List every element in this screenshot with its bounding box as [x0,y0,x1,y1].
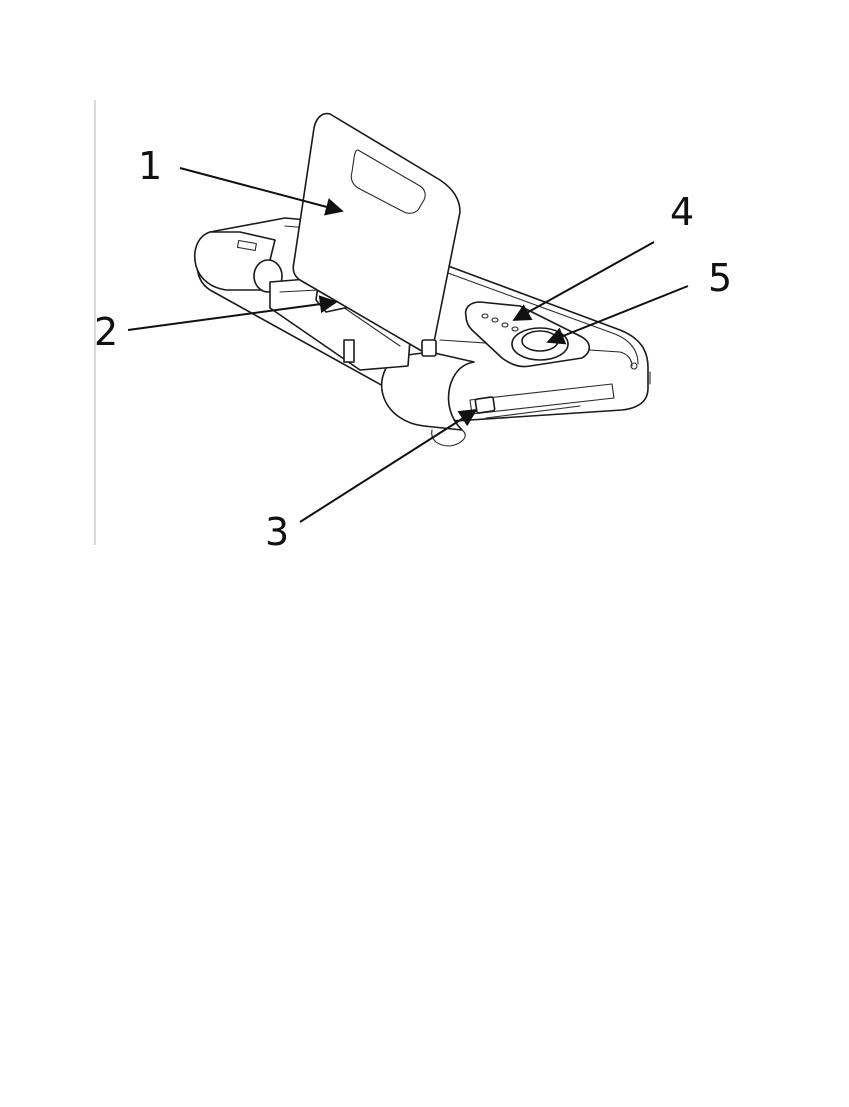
callout-label-4: 4 [670,190,694,234]
callout-label-5: 5 [708,256,732,300]
kickstand-hinge [422,340,436,356]
leader-line-3 [300,410,476,522]
callout-label-1: 1 [138,144,162,188]
callout-label-3: 3 [265,510,289,554]
right-speaker-ring [432,430,466,446]
front-port [475,397,495,413]
speaker-dock-drawing [195,114,650,446]
tray-foot [344,340,354,362]
control-knob [512,328,568,360]
callout-label-2: 2 [94,310,118,354]
